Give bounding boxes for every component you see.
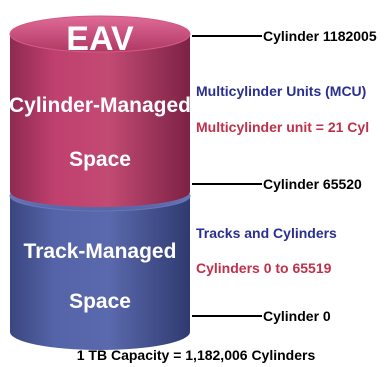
upper-section-label-line1: Cylinder-Managed — [9, 94, 191, 117]
marker-label-middle: Cylinder 65520 — [263, 176, 362, 192]
marker-label-top: Cylinder 1182005 — [263, 28, 377, 44]
lower-notes-detail: Cylinders 0 to 65519 — [196, 260, 332, 276]
upper-notes-detail: Multicylinder unit = 21 Cyl — [196, 119, 369, 135]
lower-notes-heading: Tracks and Cylinders — [196, 225, 337, 241]
track-managed-section — [10, 196, 190, 350]
marker-label-bottom: Cylinder 0 — [263, 308, 331, 324]
cylinder-title: EAV — [66, 20, 134, 58]
capacity-caption: 1 TB Capacity = 1,182,006 Cylinders — [77, 347, 316, 363]
upper-section-label-line2: Space — [69, 148, 131, 171]
lower-section-label-line2: Space — [69, 290, 131, 313]
upper-notes-heading: Multicylinder Units (MCU) — [196, 83, 366, 99]
cylinder-managed-section — [10, 34, 190, 207]
lower-section-label-line1: Track-Managed — [24, 240, 177, 263]
cylinder-top-cap — [9, 15, 191, 53]
